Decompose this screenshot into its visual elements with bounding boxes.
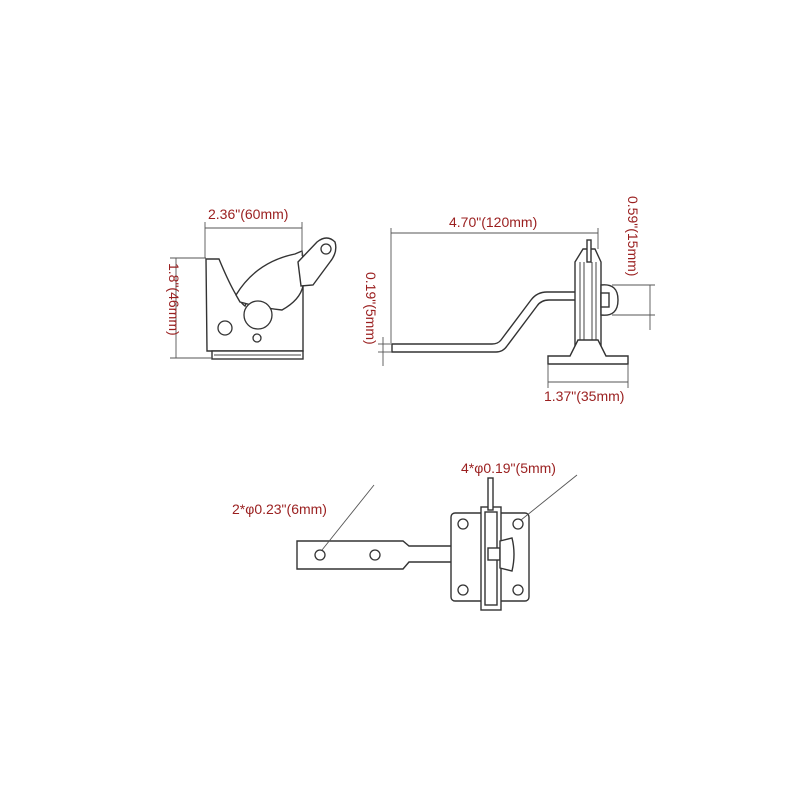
bolt-thickness-label: 0.19"(5mm) xyxy=(363,272,379,345)
plate-hole-2 xyxy=(512,518,524,530)
bolt-knob-top xyxy=(499,537,515,572)
latch-part xyxy=(205,237,337,360)
bolt-base xyxy=(547,339,629,365)
bolt-pin-top xyxy=(487,477,494,511)
bolt-length-dimension: 4.70"(120mm) xyxy=(390,214,599,343)
latch-height-label: 1.8"(46mm) xyxy=(166,263,182,336)
bolt-thickness-dimension: 0.19"(5mm) xyxy=(363,272,392,366)
plate-hole-3 xyxy=(457,584,469,596)
latch-hole-left xyxy=(217,320,233,336)
knob-height-dimension: 0.59"(15mm) xyxy=(612,196,655,330)
bolt-length-label: 4.70"(120mm) xyxy=(449,214,537,230)
plate-holes-label: 4*φ0.19"(5mm) xyxy=(461,460,556,476)
plate-holes-leader xyxy=(520,474,578,521)
bar-hole-2 xyxy=(369,549,381,561)
bolt-pin xyxy=(586,239,592,263)
latch-ear-hole xyxy=(320,243,332,255)
bar-holes-leader xyxy=(321,484,375,551)
base-width-dimension: 1.37"(35mm) xyxy=(544,364,629,404)
latch-large-hole xyxy=(243,300,273,330)
knob-height-label: 0.59"(15mm) xyxy=(625,196,641,276)
latch-height-dimension: 1.8"(46mm) xyxy=(166,257,212,359)
latch-width-dimension: 2.36"(60mm) xyxy=(204,206,303,258)
bar-holes-label: 2*φ0.23"(6mm) xyxy=(232,501,327,517)
bar-hole-1 xyxy=(314,549,326,561)
base-width-label: 1.37"(35mm) xyxy=(544,388,624,404)
plate-hole-1 xyxy=(457,518,469,530)
bolt-side-view xyxy=(391,239,629,365)
latch-small-hole xyxy=(252,333,262,343)
plate-hole-4 xyxy=(512,584,524,596)
bolt-top-view xyxy=(296,477,530,611)
latch-width-label: 2.36"(60mm) xyxy=(208,206,288,222)
